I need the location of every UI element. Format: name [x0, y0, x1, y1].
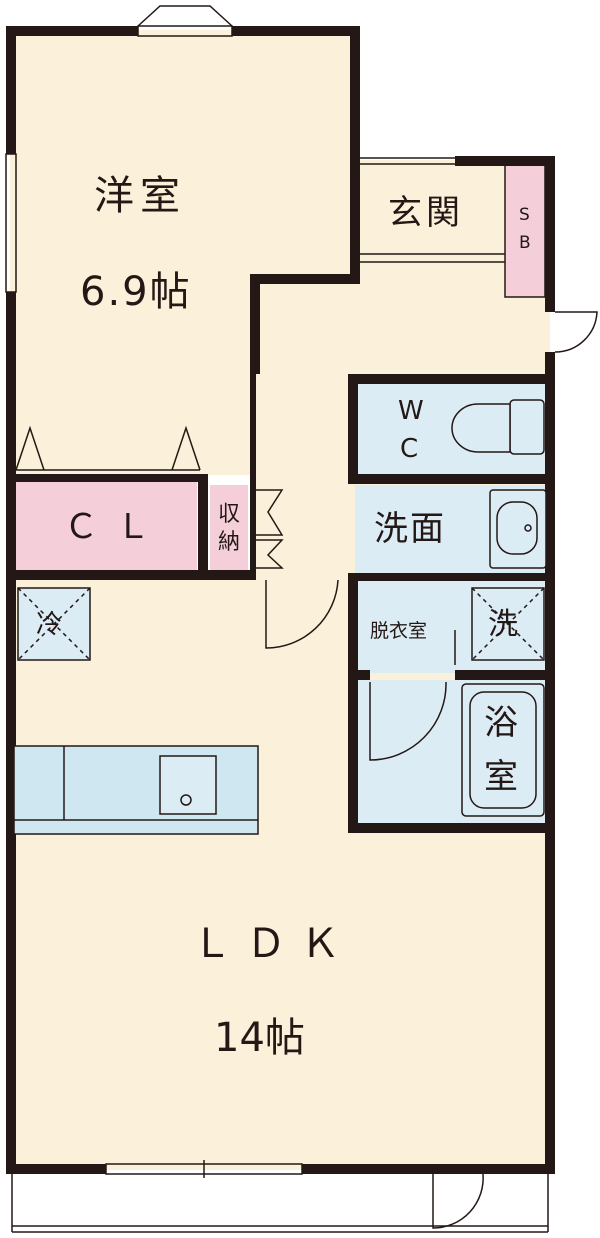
storage-label-2: 納: [218, 530, 241, 555]
dressing-room-label: 脱衣室: [370, 620, 428, 642]
windows: [5, 5, 303, 1178]
swing-doors: [265, 311, 598, 1229]
closet-fill: [12, 480, 197, 572]
shoe-box-label-1: S: [519, 205, 530, 225]
western-room-name: 洋室: [94, 173, 186, 219]
ldk-name: ＬＤＫ: [192, 921, 354, 967]
toilet-fixture: [451, 399, 545, 455]
entrance-label: 玄関: [388, 193, 464, 233]
refrigerator-label: 冷: [36, 610, 63, 640]
walls: [6, 26, 555, 1174]
toilet-label-1: W: [398, 396, 424, 426]
storage-fill: [210, 485, 248, 573]
thin-partitions: [360, 157, 505, 665]
ldk-size: 14帖: [214, 1015, 305, 1061]
bath-label-2: 室: [484, 757, 518, 797]
storage-label-1: 収: [218, 502, 241, 527]
laundry-space: [471, 587, 545, 661]
washroom-label: 洗面: [374, 509, 446, 549]
closet-label: ＣＬ: [64, 507, 168, 547]
bath-label-1: 浴: [484, 703, 518, 743]
balcony: [11, 1174, 549, 1233]
wash-basin: [489, 489, 547, 569]
shoe-box-label-2: B: [519, 233, 531, 253]
western-room-size: 6.9帖: [80, 269, 192, 315]
bathtub: [461, 683, 545, 817]
entrance-floor: [358, 160, 508, 260]
shoe-box-fill: [504, 164, 546, 298]
toilet-label-2: C: [400, 434, 419, 464]
kitchen-counter: [13, 745, 259, 835]
closet-doors: [15, 425, 284, 569]
laundry-label: 洗: [488, 607, 518, 642]
refrigerator-space: [17, 587, 91, 661]
